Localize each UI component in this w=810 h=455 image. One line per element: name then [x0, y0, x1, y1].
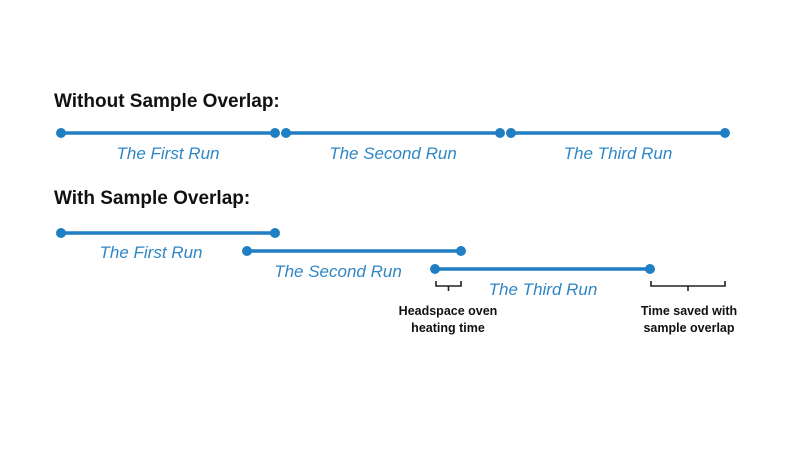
without-third-run-line-start-dot [506, 128, 516, 138]
without-first-run-line-end-dot [270, 128, 280, 138]
saved-note-line2: sample overlap [643, 321, 735, 335]
with-first-run-line-end-dot [270, 228, 280, 238]
without-third-run-label: The Third Run [563, 144, 673, 163]
with-second-run-line-end-dot [456, 246, 466, 256]
with-third-run-line [430, 264, 655, 274]
with-third-run-label: The Third Run [488, 280, 598, 299]
without-third-run-line-end-dot [720, 128, 730, 138]
oven-note-line1: Headspace oven [398, 304, 498, 318]
without-second-run-line-start-dot [281, 128, 291, 138]
without-first-run-line [56, 128, 280, 138]
without-second-run-line [281, 128, 505, 138]
without-first-run-label: The First Run [116, 144, 220, 163]
without-second-run-label: The Second Run [329, 144, 457, 163]
oven-note-line2: heating time [411, 321, 485, 335]
with-first-run-line-start-dot [56, 228, 66, 238]
saved-note-line1: Time saved with [640, 304, 738, 318]
oven-heating-note: Headspace oven heating time [399, 303, 498, 337]
with-overlap-heading: With Sample Overlap: [54, 188, 251, 209]
with-second-run-line [242, 246, 466, 256]
without-third-run-line [506, 128, 730, 138]
with-first-run-label: The First Run [99, 243, 203, 262]
oven-heating-bracket [435, 281, 462, 291]
without-first-run-line-start-dot [56, 128, 66, 138]
without-second-run-line-end-dot [495, 128, 505, 138]
with-second-run-line-start-dot [242, 246, 252, 256]
with-second-run-label: The Second Run [274, 262, 402, 281]
time-saved-bracket [650, 281, 726, 291]
without-overlap-heading: Without Sample Overlap: [54, 91, 280, 112]
with-third-run-line-end-dot [645, 264, 655, 274]
with-third-run-line-start-dot [430, 264, 440, 274]
time-saved-note: Time saved with sample overlap [641, 303, 737, 337]
with-first-run-line [56, 228, 280, 238]
